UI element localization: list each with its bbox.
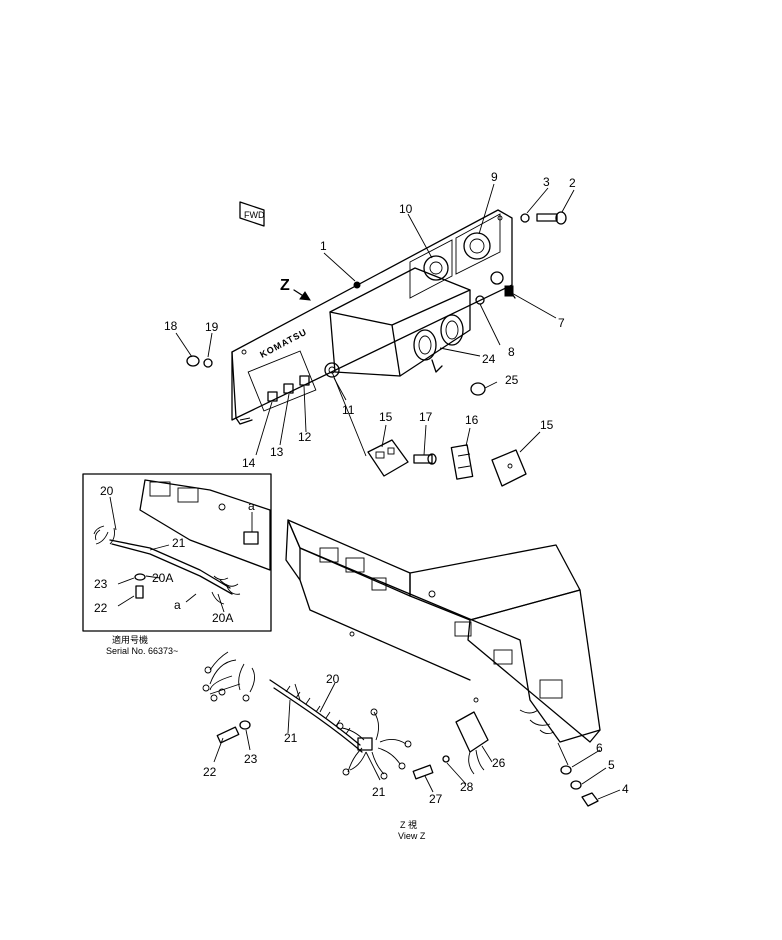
label-22a: 22 [94, 601, 108, 615]
label-1: 1 [320, 239, 327, 253]
label-21b: 21 [284, 731, 298, 745]
label-5: 5 [608, 758, 615, 772]
hardware-top [186, 211, 567, 396]
label-7: 7 [558, 316, 565, 330]
label-12: 12 [298, 430, 312, 444]
clamp-16 [450, 444, 474, 480]
detail-mark-a1: a [248, 499, 255, 513]
label-21a: 21 [172, 536, 186, 550]
label-17: 17 [419, 410, 433, 424]
label-4: 4 [622, 782, 629, 796]
label-9: 9 [491, 170, 498, 184]
label-6: 6 [596, 741, 603, 755]
label-23b: 23 [244, 752, 258, 766]
dashboard-rear [285, 519, 601, 743]
label-8: 8 [508, 345, 515, 359]
label-25: 25 [505, 373, 519, 387]
connector-15 [331, 371, 437, 477]
fwd-tag: FWD [239, 201, 265, 227]
label-26: 26 [492, 756, 506, 770]
callout-labels: 1 2 3 4 5 6 7 8 9 10 11 12 13 14 15 15 1… [94, 170, 629, 841]
label-28: 28 [460, 780, 474, 794]
serial-jp: 適用号機 [112, 634, 148, 645]
hardware-bottom [216, 711, 599, 807]
label-14: 14 [242, 456, 256, 470]
detail-inset [82, 473, 272, 632]
view-z-arrow: Z [280, 277, 311, 301]
label-27: 27 [429, 792, 443, 806]
fwd-tag-text: FWD [244, 210, 265, 220]
label-20a: 20 [100, 484, 114, 498]
serial-en: Serial No. 66373~ [106, 646, 178, 656]
harness-20 [202, 651, 412, 780]
label-13: 13 [270, 445, 284, 459]
label-11: 11 [342, 403, 355, 417]
label-23a: 23 [94, 577, 108, 591]
label-20A-1: 20A [152, 571, 173, 585]
view-jp: Z 視 [400, 819, 417, 830]
connector-15b [491, 449, 527, 487]
label-18: 18 [164, 319, 178, 333]
view-arrow-letter: Z [280, 277, 290, 294]
detail-mark-a2: a [174, 598, 181, 612]
label-19: 19 [205, 320, 219, 334]
label-15a: 15 [379, 410, 393, 424]
label-24: 24 [482, 352, 496, 366]
view-en: View Z [398, 831, 426, 841]
label-3: 3 [543, 175, 550, 189]
leaders [109, 183, 621, 800]
label-15b: 15 [540, 418, 554, 432]
label-2: 2 [569, 176, 576, 190]
label-10: 10 [399, 202, 413, 216]
label-20A-2: 20A [212, 611, 233, 625]
label-22b: 22 [203, 765, 217, 779]
label-21c: 21 [372, 785, 386, 799]
label-16: 16 [465, 413, 479, 427]
label-20b: 20 [326, 672, 340, 686]
